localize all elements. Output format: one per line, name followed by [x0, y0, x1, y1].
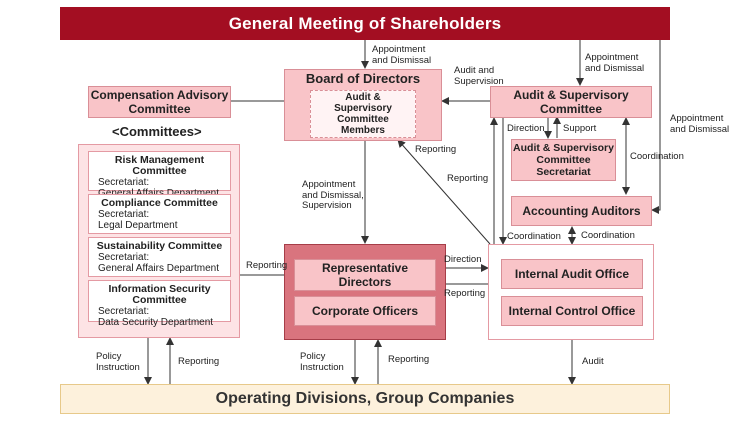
general-meeting-title: General Meeting of Shareholders [228, 13, 502, 33]
corporate-officers-box: Corporate Officers [294, 296, 436, 326]
audit-committee-box: Audit & Supervisory Committee [490, 86, 652, 118]
audit-secretariat-box: Audit & Supervisory Committee Secretaria… [511, 139, 616, 181]
board-sub: Audit & Supervisory Committee Members [310, 90, 416, 138]
label-reporting-internal: Reporting [444, 288, 486, 299]
committee-information-security: Information Security Committee Secretari… [88, 280, 231, 328]
arrow-gm-to-accounting [651, 40, 661, 214]
label-reporting-mid: Reporting [388, 354, 430, 365]
accounting-auditors-box: Accounting Auditors [511, 196, 652, 226]
internal-control-office-box: Internal Control Office [501, 296, 643, 326]
committees-heading: <Committees> [112, 124, 202, 139]
label-reporting-left: Reporting [178, 356, 220, 367]
label-reporting-board: Reporting [415, 144, 457, 155]
compensation-committee-box: Compensation Advisory Committee [88, 86, 231, 118]
label-support-sec: Support [563, 123, 597, 134]
committee-risk-management: Risk Management Committee Secretariat: G… [88, 151, 231, 199]
representative-directors-box: Representative Directors [294, 259, 436, 291]
general-meeting-bar: General Meeting of Shareholders [60, 7, 670, 40]
board-title: Board of Directors [305, 71, 421, 86]
label-reporting-committees: Reporting [246, 260, 288, 271]
label-coordination-right: Coordination [630, 151, 684, 162]
arrow-internal-to-board [397, 139, 491, 245]
committee-sustainability: Sustainability Committee Secretariat: Ge… [88, 237, 231, 277]
board-of-directors-box: Board of Directors Audit & Supervisory C… [284, 69, 442, 141]
label-coordination-left: Coordination [507, 231, 561, 242]
label-direction-sec: Direction [507, 123, 545, 134]
label-coordination-mid: Coordination [581, 230, 635, 241]
committee-compliance: Compliance Committee Secretariat: Legal … [88, 194, 231, 234]
label-audit-bottom: Audit [582, 356, 604, 367]
label-direction-internal: Direction [444, 254, 482, 265]
label-reporting-diag: Reporting [447, 173, 489, 184]
internal-audit-office-box: Internal Audit Office [501, 259, 643, 289]
operating-divisions-bar: Operating Divisions, Group Companies [60, 384, 670, 414]
